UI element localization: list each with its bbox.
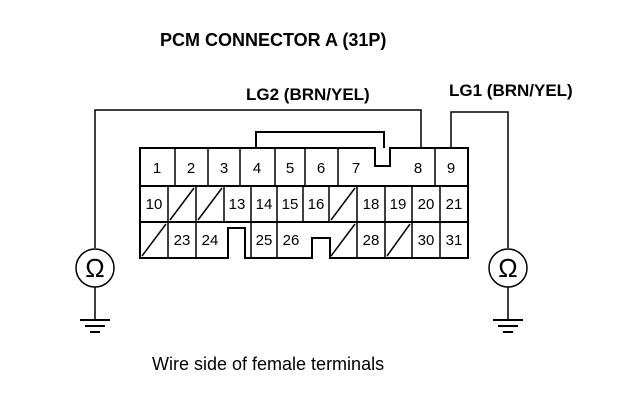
wire-label-lg1: LG1 (BRN/YEL) (449, 81, 573, 100)
empty-cavity-mark (169, 187, 195, 221)
pin-label: 24 (202, 232, 219, 249)
diagram-title: PCM CONNECTOR A (31P) (160, 30, 386, 50)
pin-label: 5 (286, 160, 294, 177)
pin-label: 7 (352, 160, 360, 177)
pin-label: 9 (447, 160, 455, 177)
pin-label: 4 (253, 160, 261, 177)
empty-cavity-mark (386, 223, 411, 257)
pin-label: 28 (363, 232, 380, 249)
pin-label: 25 (256, 232, 273, 249)
pin-label: 1 (153, 160, 161, 177)
pin-label: 23 (174, 232, 191, 249)
pin-label: 30 (418, 232, 435, 249)
pin-label: 26 (283, 232, 300, 249)
pin-label: 18 (363, 196, 380, 213)
ground-left (80, 319, 110, 333)
pin-label: 14 (256, 196, 273, 213)
pin-label: 20 (418, 196, 435, 213)
connector-body (139, 147, 469, 259)
pin-label: 3 (220, 160, 228, 177)
wire-lg1 (450, 111, 509, 248)
diagram-caption: Wire side of female terminals (152, 354, 384, 374)
pin-label: 10 (146, 196, 163, 213)
empty-cavity-mark (330, 223, 356, 257)
ohm-icon-left: Ω (85, 253, 104, 283)
pin-label: 6 (317, 160, 325, 177)
locking-tab (255, 131, 385, 148)
wire-lg2 (94, 109, 422, 248)
empty-cavity-mark (197, 187, 223, 221)
pin-label: 21 (446, 196, 463, 213)
empty-cavity-mark (330, 187, 356, 221)
ground-right (493, 319, 523, 333)
pin-label: 31 (446, 232, 463, 249)
wire-label-lg2: LG2 (BRN/YEL) (246, 85, 370, 104)
ohm-icon-right: Ω (498, 253, 517, 283)
pin-label: 19 (390, 196, 407, 213)
pin-label: 8 (414, 160, 422, 177)
pin-label: 2 (187, 160, 195, 177)
empty-cavity-mark (141, 223, 167, 257)
pin-label: 16 (308, 196, 325, 213)
pin-label: 13 (229, 196, 246, 213)
pin-label: 15 (282, 196, 299, 213)
